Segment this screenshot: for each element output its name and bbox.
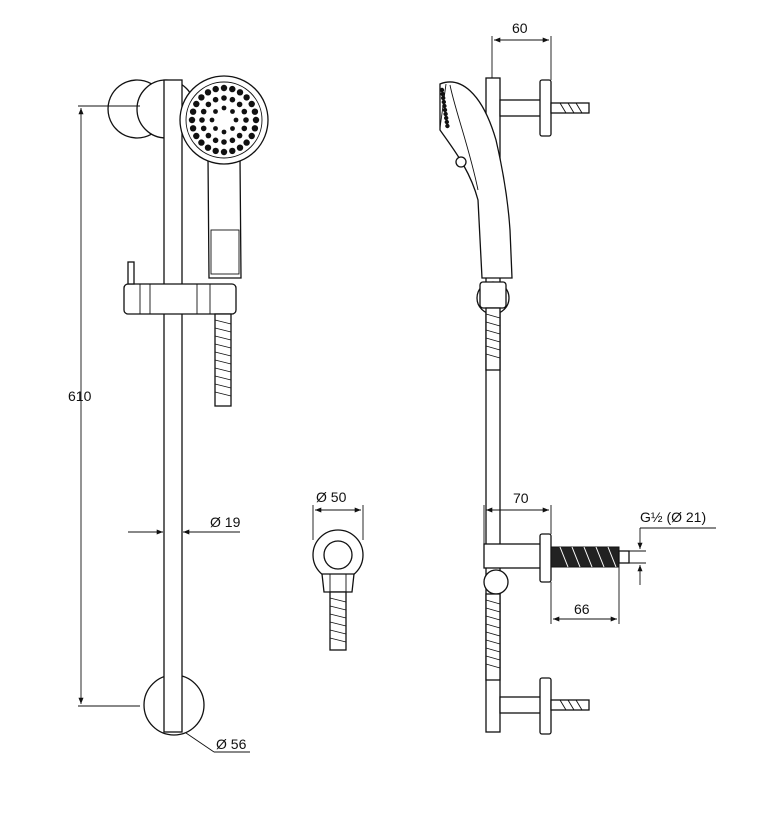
nozzle-dot xyxy=(252,116,260,124)
dimension-top-projection-label: 60 xyxy=(512,20,528,36)
nozzle-dot xyxy=(212,85,219,93)
dimension-thread-length: 66 xyxy=(550,567,620,624)
nozzle-dot xyxy=(193,132,200,140)
side-nozzle-dot xyxy=(442,107,448,113)
nozzle-dot xyxy=(212,137,219,144)
nozzle-dot xyxy=(200,125,207,132)
nozzle-dot xyxy=(229,85,236,93)
dimension-thread-length-label: 66 xyxy=(574,601,590,617)
nozzle-dot xyxy=(213,109,218,114)
nozzle-dot xyxy=(209,117,215,123)
nozzle-dot xyxy=(221,139,227,145)
nozzle-dot xyxy=(243,117,249,123)
nozzle-dot xyxy=(236,101,243,108)
nozzle-dot xyxy=(251,125,259,132)
dimension-top-projection: 60 xyxy=(491,20,552,80)
nozzle-dot xyxy=(236,144,244,151)
side-nozzle-dot xyxy=(441,95,446,101)
nozzle-dot xyxy=(204,89,212,96)
nozzle-dot xyxy=(233,117,239,123)
dimension-thread-label: G½ (Ø 21) xyxy=(640,509,706,525)
nozzle-dot xyxy=(198,139,205,146)
nozzle-dot xyxy=(236,132,243,139)
front-rail xyxy=(163,79,183,733)
nozzle-dot xyxy=(199,117,205,123)
nozzle-dot xyxy=(241,125,248,132)
wall-outlet-view xyxy=(312,529,364,651)
nozzle-dot xyxy=(205,132,212,139)
nozzle-dot xyxy=(221,129,227,135)
side-nozzle-dot xyxy=(441,99,446,105)
nozzle-dot xyxy=(212,147,219,155)
front-handset-handle xyxy=(207,157,242,279)
nozzle-dot xyxy=(213,126,218,131)
nozzle-dot xyxy=(189,125,197,132)
nozzle-dot xyxy=(200,108,207,115)
nozzle-dot xyxy=(204,144,212,151)
nozzle-dot xyxy=(236,89,244,96)
dimension-outlet-diameter: Ø 50 xyxy=(312,489,364,540)
side-top-screw xyxy=(550,102,590,114)
nozzle-dot xyxy=(241,108,248,115)
dimension-rail-diameter-label: Ø 19 xyxy=(210,514,241,530)
nozzle-dot xyxy=(230,109,235,114)
nozzle-dot xyxy=(205,101,212,108)
dimension-rail-diameter: Ø 19 xyxy=(128,514,241,535)
nozzle-dot xyxy=(221,95,227,101)
nozzle-dot xyxy=(243,139,250,146)
nozzle-dot xyxy=(189,108,197,115)
nozzle-dot xyxy=(193,100,200,108)
side-nozzle-dot xyxy=(439,87,445,93)
nozzle-dot xyxy=(229,96,236,103)
side-nozzle-dot xyxy=(442,103,447,109)
nozzle-dot xyxy=(229,137,236,144)
side-nozzle-dot xyxy=(440,91,445,97)
dimension-bottom-projection: 70 xyxy=(483,490,552,544)
side-nozzle-dot xyxy=(444,119,449,125)
dimension-total-height-label: 610 xyxy=(68,388,92,404)
side-nozzle-dot xyxy=(443,111,448,117)
nozzle-dot xyxy=(220,148,228,156)
front-slider-body xyxy=(123,283,237,315)
nozzle-dot xyxy=(188,116,196,124)
nozzle-dot xyxy=(212,96,219,103)
nozzle-dot xyxy=(220,84,228,92)
front-hose xyxy=(214,313,232,407)
dimension-flange-diameter: Ø 56 xyxy=(185,732,250,753)
dimension-total-height: 610 xyxy=(68,105,140,707)
nozzle-dot xyxy=(248,100,255,108)
side-bottom-screw xyxy=(550,699,590,711)
nozzle-dot xyxy=(229,147,236,155)
nozzle-dot xyxy=(221,105,227,111)
side-view xyxy=(439,77,630,735)
front-view xyxy=(107,75,269,736)
front-slider-knob xyxy=(127,261,135,285)
side-nozzle-dot xyxy=(444,115,449,121)
front-handset-head xyxy=(179,75,269,165)
nozzle-dot xyxy=(243,94,250,101)
side-nozzle-dot xyxy=(445,123,450,129)
nozzle-dot xyxy=(198,94,205,101)
dimension-bottom-projection-label: 70 xyxy=(513,490,529,506)
nozzle-dot xyxy=(248,132,255,140)
nozzle-dot xyxy=(251,108,259,115)
dimension-thread: G½ (Ø 21) xyxy=(629,509,716,585)
nozzle-dot xyxy=(230,126,235,131)
dimension-flange-diameter-label: Ø 56 xyxy=(216,736,247,752)
dimension-outlet-diameter-label: Ø 50 xyxy=(316,489,347,505)
